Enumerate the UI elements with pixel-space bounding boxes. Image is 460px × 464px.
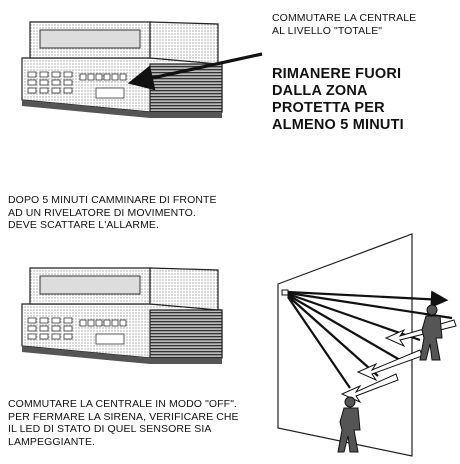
control-panel-2 — [21, 267, 223, 364]
step1-warning: RIMANERE FUORI DALLA ZONA PROTETTA PER A… — [272, 66, 404, 134]
wall — [277, 233, 413, 457]
text-line: DOPO 5 MINUTI CAMMINARE DI FRONTE — [8, 194, 217, 206]
pointer-arrow — [127, 52, 263, 91]
motion-sensor-icon — [281, 289, 289, 296]
warning-line: DALLA ZONA — [272, 83, 368, 99]
text-line: COMMUTARE LA CENTRALE IN MODO "OFF". — [8, 398, 238, 410]
text-line: DEVE SCATTARE L'ALLARME. — [8, 219, 160, 231]
text-line: AL LIVELLO "TOTALE" — [272, 24, 383, 37]
warning-line: RIMANERE FUORI — [272, 66, 402, 82]
step1-instruction: COMMUTARE LA CENTRALE AL LIVELLO "TOTALE… — [272, 12, 416, 37]
text-line: IL LED DI STATO DI QUEL SENSORE SIA — [8, 423, 212, 435]
text-line: COMMUTARE LA CENTRALE — [272, 12, 417, 24]
step2-instruction: DOPO 5 MINUTI CAMMINARE DI FRONTE AD UN … — [8, 194, 217, 232]
walking-person-icon-2 — [337, 396, 361, 453]
text-line: LAMPEGGIANTE. — [8, 435, 96, 448]
text-line: PER FERMARE LA SIRENA, VERIFICARE CHE — [8, 410, 239, 423]
step3-instruction: COMMUTARE LA CENTRALE IN MODO "OFF". PER… — [8, 398, 239, 448]
keypad-1 — [27, 71, 127, 99]
walking-person-icon — [419, 304, 443, 361]
text-line: AD UN RIVELATORE DI MOVIMENTO. — [8, 206, 196, 219]
warning-line: PROTETTA PER — [272, 100, 385, 116]
keypad-2 — [27, 317, 127, 345]
detector-scene — [277, 233, 457, 457]
warning-line: ALMENO 5 MINUTI — [272, 117, 404, 133]
